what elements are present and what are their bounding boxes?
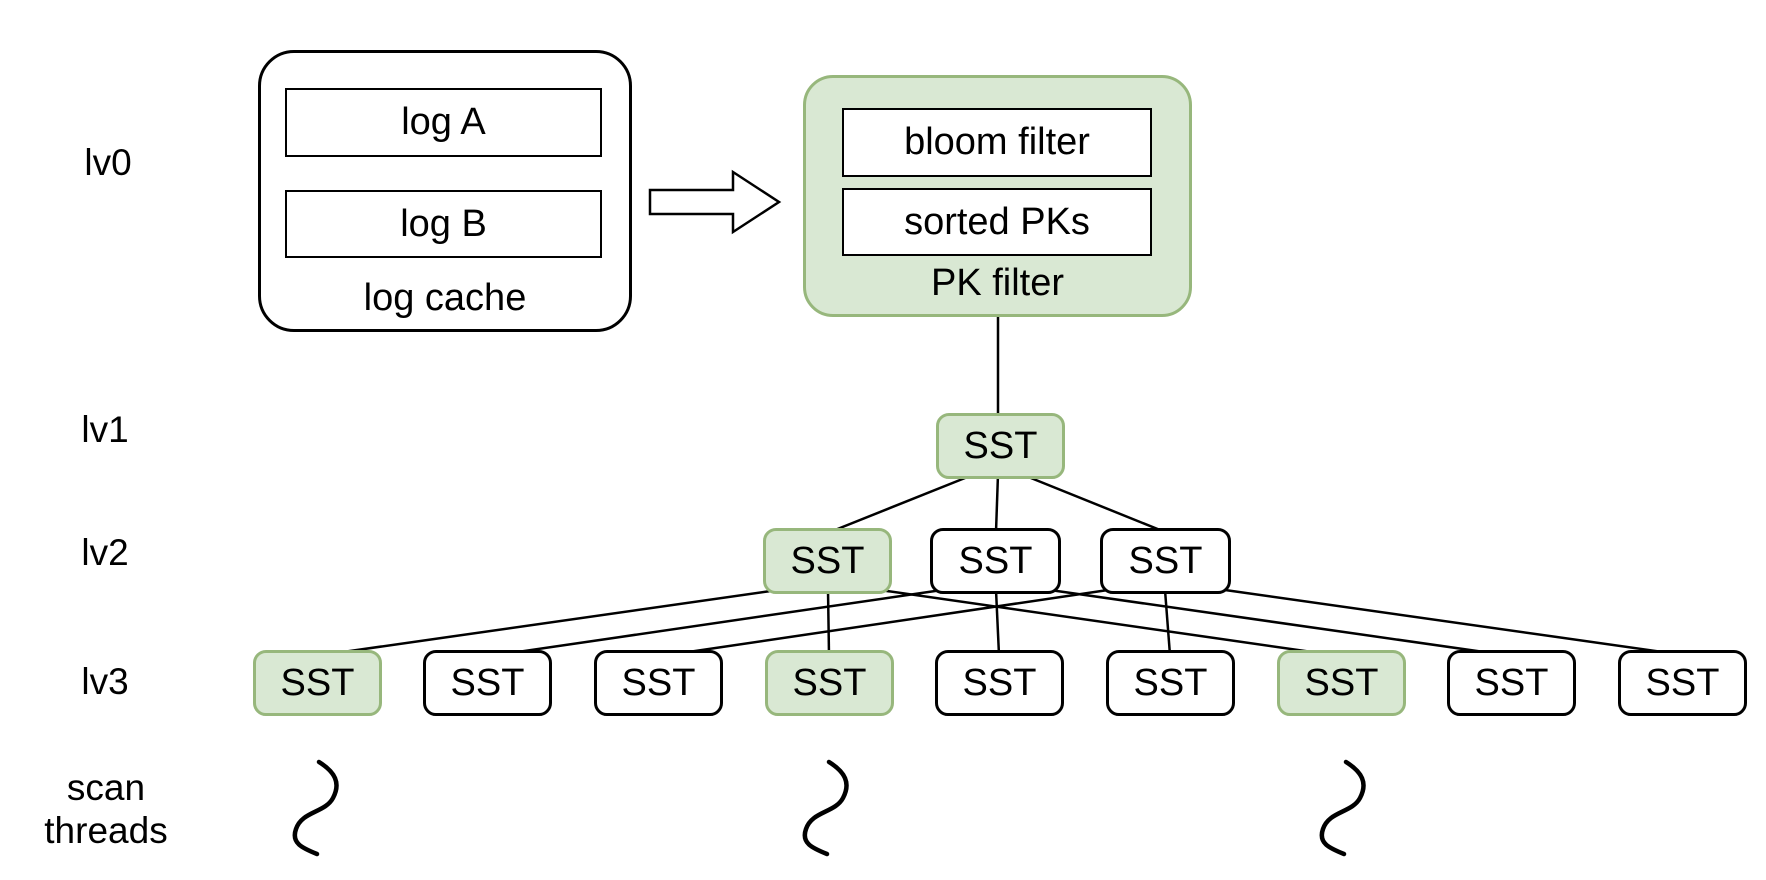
edge-lv2a-lv3g [879, 588, 1334, 657]
label-scan-threads: scan threads [0, 766, 216, 852]
sst-node-lv2-1: SST [763, 528, 892, 594]
scan-thread-squiggle-1 [292, 759, 339, 857]
edge-lv2b-lv3b [496, 588, 943, 657]
scan-thread-squiggle-2 [802, 759, 849, 857]
sst-node-lv3-3: SST [594, 650, 723, 716]
bloom-filter-box: bloom filter [842, 108, 1152, 177]
edge-lv2b-lv3e [994, 589, 1001, 656]
scan-thread-squiggle-3 [1319, 759, 1366, 857]
log-a-box: log A [285, 88, 602, 157]
sst-node-lv1-1: SST [936, 413, 1065, 479]
sst-node-lv2-3: SST [1100, 528, 1231, 594]
edge-lv2c-lv3c [667, 588, 1109, 657]
sst-node-lv3-2: SST [423, 650, 552, 716]
right-arrow-icon [648, 169, 782, 235]
sst-node-lv3-1: SST [253, 650, 382, 716]
sst-node-lv3-7: SST [1277, 650, 1406, 716]
edge-lv2a-lv3d [826, 589, 831, 656]
sst-node-lv3-5: SST [935, 650, 1064, 716]
label-lv0: lv0 [84, 142, 132, 183]
sorted-pks-box: sorted PKs [842, 188, 1152, 256]
edge-lv2b-lv3h [1049, 588, 1506, 657]
sst-node-lv3-8: SST [1447, 650, 1576, 716]
label-lv3: lv3 [81, 661, 129, 702]
edge-lv2a-lv3a [321, 588, 779, 657]
sst-node-lv3-9: SST [1618, 650, 1747, 716]
edge-lv1-lv2a [829, 472, 976, 534]
pk-filter-caption: PK filter [930, 262, 1065, 304]
sst-node-lv3-4: SST [765, 650, 894, 716]
log-b-box: log B [285, 190, 602, 258]
edge-lv1-lv2b [994, 473, 1000, 533]
label-lv1: lv1 [81, 409, 129, 450]
edge-lv2c-lv3f [1163, 589, 1172, 656]
label-scan-threads-line1: scan [66, 767, 146, 808]
log-cache-caption: log cache [363, 277, 527, 319]
edge-lv1-lv2c [1020, 472, 1166, 534]
label-scan-threads-line2: threads [44, 810, 168, 851]
edge-lv2c-lv3i [1224, 588, 1685, 657]
sst-node-lv3-6: SST [1106, 650, 1235, 716]
label-lv2: lv2 [81, 532, 129, 573]
sst-node-lv2-2: SST [930, 528, 1061, 594]
